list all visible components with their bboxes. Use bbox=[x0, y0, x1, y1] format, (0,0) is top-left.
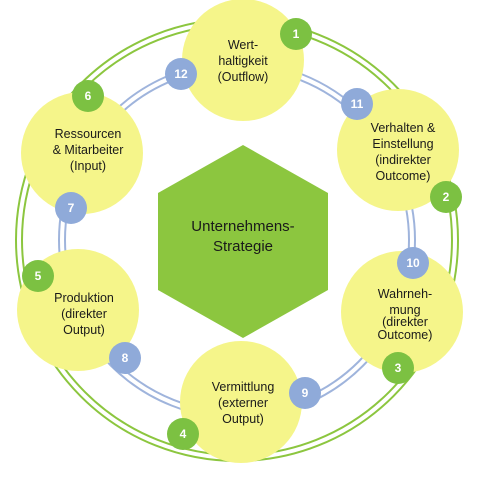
node-circle bbox=[180, 341, 302, 463]
node-label-line: Output) bbox=[222, 412, 264, 426]
center-label-line-1: Unternehmens- bbox=[191, 218, 294, 235]
node-label-line: (Input) bbox=[70, 159, 106, 173]
node-wahrnehmung: Wahrneh- mung (direkter Outcome) bbox=[341, 251, 463, 373]
green-badge-circle bbox=[72, 80, 104, 112]
node-circle bbox=[341, 251, 463, 373]
node-label-line: haltigkeit bbox=[218, 54, 268, 68]
green-badge-circle bbox=[430, 181, 462, 213]
badge-3: 3 bbox=[382, 352, 414, 384]
node-circle bbox=[182, 0, 304, 121]
blue-badge-circle bbox=[289, 377, 321, 409]
node-ressourcen: Ressourcen & Mitarbeiter (Input) bbox=[21, 92, 143, 214]
node-label-line: (indirekter bbox=[375, 153, 431, 167]
node-label-line: (direkter bbox=[382, 315, 428, 329]
node-label-line: Wahrneh- bbox=[378, 287, 432, 301]
node-label-line: Outcome) bbox=[376, 169, 431, 183]
blue-badge-circle bbox=[397, 247, 429, 279]
node-werthaltigkeit: Wert- haltigkeit (Outflow) bbox=[182, 0, 304, 121]
badge-number: 11 bbox=[351, 97, 364, 111]
node-label-line: (direkter bbox=[61, 307, 107, 321]
node-label-line: Produktion bbox=[54, 291, 114, 305]
badge-4: 4 bbox=[167, 418, 199, 450]
badge-5: 5 bbox=[22, 260, 54, 292]
blue-badge-circle bbox=[109, 342, 141, 374]
node-label-line: & Mitarbeiter bbox=[53, 143, 124, 157]
badge-number: 2 bbox=[443, 190, 450, 204]
center-strategy: Unternehmens- Strategie bbox=[158, 145, 328, 338]
green-badge-circle bbox=[280, 18, 312, 50]
badge-number: 1 bbox=[293, 27, 300, 41]
node-circle bbox=[21, 92, 143, 214]
badge-7: 7 bbox=[55, 192, 87, 224]
badge-11: 11 bbox=[341, 88, 373, 120]
badge-number: 12 bbox=[174, 67, 188, 81]
badge-12: 12 bbox=[165, 58, 197, 90]
blue-badge-circle bbox=[55, 192, 87, 224]
badge-number: 6 bbox=[85, 89, 92, 103]
center-label-line-2: Strategie bbox=[213, 238, 273, 255]
badge-10: 10 bbox=[397, 247, 429, 279]
node-label-line: (externer bbox=[218, 396, 268, 410]
badge-number: 3 bbox=[395, 361, 402, 375]
node-label-line: mung bbox=[389, 303, 420, 317]
badge-6: 6 bbox=[72, 80, 104, 112]
badge-number: 5 bbox=[35, 269, 42, 283]
node-verhalten: Verhalten & Einstellung (indirekter Outc… bbox=[337, 89, 459, 211]
node-circle bbox=[337, 89, 459, 211]
node-label-line: Outcome) bbox=[378, 328, 433, 342]
green-badge-circle bbox=[22, 260, 54, 292]
badge-number: 4 bbox=[180, 427, 187, 441]
node-label-line: (Outflow) bbox=[218, 70, 269, 84]
center-hexagon bbox=[158, 145, 328, 338]
node-label-line: Einstellung bbox=[372, 137, 433, 151]
node-label-line: Verhalten & bbox=[371, 121, 436, 135]
badge-8: 8 bbox=[109, 342, 141, 374]
blue-badge-circle bbox=[341, 88, 373, 120]
badge-number: 9 bbox=[302, 386, 309, 400]
green-badge-circle bbox=[167, 418, 199, 450]
green-badge-circle bbox=[382, 352, 414, 384]
node-label-line: Ressourcen bbox=[55, 127, 122, 141]
blue-badge-circle bbox=[165, 58, 197, 90]
badge-1: 1 bbox=[280, 18, 312, 50]
node-label-line: Wert- bbox=[228, 38, 258, 52]
badge-2: 2 bbox=[430, 181, 462, 213]
badge-9: 9 bbox=[289, 377, 321, 409]
badge-number: 10 bbox=[406, 256, 420, 270]
node-vermittlung: Vermittlung (externer Output) bbox=[180, 341, 302, 463]
node-label-line: Vermittlung bbox=[212, 380, 275, 394]
badge-number: 8 bbox=[122, 351, 129, 365]
badge-number: 7 bbox=[68, 201, 75, 215]
node-label-line: Output) bbox=[63, 323, 105, 337]
